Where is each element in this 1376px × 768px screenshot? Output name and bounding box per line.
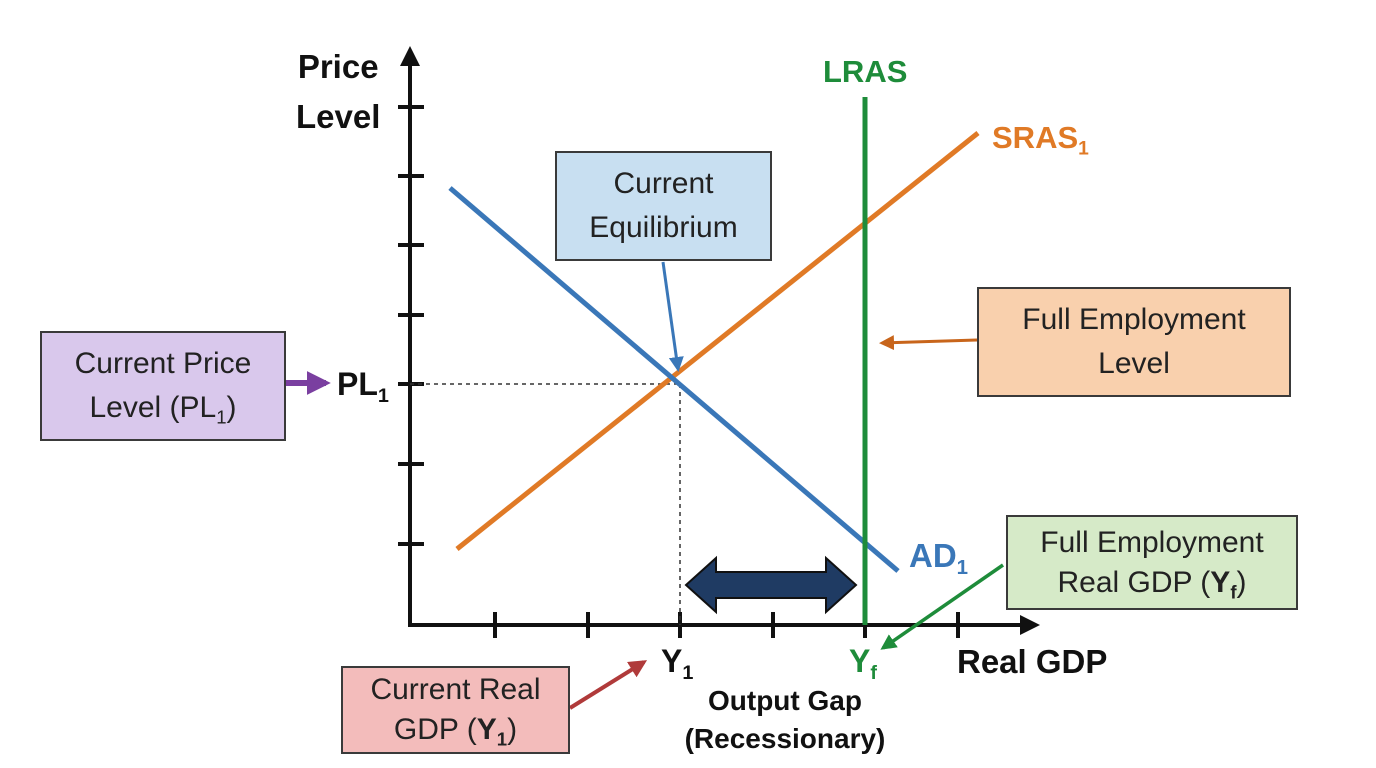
full-employment-gdp-pointer-arrow xyxy=(880,563,1004,650)
pl1-label-sub: 1 xyxy=(377,384,389,407)
current-real-gdp-line1: Current Real xyxy=(370,673,541,706)
sras-label-text: SRAS xyxy=(992,120,1079,155)
full-employment-gdp-line2: Real GDP (Yf) xyxy=(1057,563,1246,603)
current-price-level-line2-text: Level (PL xyxy=(89,391,217,424)
current-price-level-line2: Level (PL1) xyxy=(89,386,236,430)
full-employment-gdp-box: Full Employment Real GDP (Yf) xyxy=(1006,515,1298,610)
lras-label: LRAS xyxy=(823,54,908,89)
ad-label-text: AD xyxy=(909,537,957,574)
current-real-gdp-sub: 1 xyxy=(496,728,508,750)
current-equilibrium-box: Current Equilibrium xyxy=(555,151,772,261)
full-employment-pointer-arrow xyxy=(879,335,978,351)
full-employment-level-box: Full Employment Level xyxy=(977,287,1291,397)
yf-label-text: Y xyxy=(849,643,871,679)
output-gap-line2: (Recessionary) xyxy=(684,723,886,754)
sras-label: SRAS1 xyxy=(992,118,1089,160)
ad-curve xyxy=(448,186,900,573)
current-real-gdp-line2: GDP (Y1) xyxy=(394,710,517,750)
sras-label-sub: 1 xyxy=(1078,138,1089,160)
current-real-gdp-bold: Y xyxy=(476,713,497,746)
yf-label-sub: f xyxy=(870,661,877,684)
pl1-label: PL1 xyxy=(337,364,389,407)
full-employment-level-line1: Full Employment xyxy=(1022,303,1246,336)
full-employment-level-line2: Level xyxy=(1098,347,1170,380)
ad-label-sub: 1 xyxy=(956,556,969,580)
ad-label: AD1 xyxy=(909,534,968,578)
current-price-level-line1: Current Price xyxy=(74,347,252,380)
current-equilibrium-line2: Equilibrium xyxy=(589,211,738,244)
current-gdp-pointer-arrow xyxy=(568,660,648,710)
y1-label-text: Y xyxy=(661,643,683,679)
y-axis-label-line2: Level xyxy=(296,98,381,135)
current-real-gdp-box: Current Real GDP (Y1) xyxy=(341,666,570,754)
y-axis-label-line1: Price xyxy=(297,48,379,85)
full-employment-gdp-line1: Full Employment xyxy=(1040,525,1264,559)
current-equilibrium-line1: Current xyxy=(613,167,714,200)
output-gap-arrow xyxy=(684,555,858,615)
pl1-label-text: PL xyxy=(337,366,378,402)
current-price-level-sub: 1 xyxy=(216,406,227,428)
y1-label: Y1 xyxy=(661,641,694,684)
current-real-gdp-line2-text: GDP ( xyxy=(393,713,477,746)
x-axis-label: Real GDP xyxy=(957,643,1108,680)
sras-curve xyxy=(455,131,980,551)
y1-label-sub: 1 xyxy=(682,661,694,684)
output-gap-line1: Output Gap xyxy=(708,685,862,716)
equilibrium-pointer-arrow xyxy=(661,261,684,372)
y-axis-label: Price Level xyxy=(296,42,380,142)
current-price-level-line2-close: ) xyxy=(226,391,237,424)
current-real-gdp-line2-close: ) xyxy=(507,713,518,746)
full-employment-gdp-line2-close: ) xyxy=(1236,565,1247,599)
full-employment-gdp-line2-text: Real GDP ( xyxy=(1057,565,1211,599)
output-gap-label: Output Gap (Recessionary) xyxy=(660,682,910,758)
yf-label: Yf xyxy=(849,641,877,684)
full-employment-gdp-bold: Y xyxy=(1210,565,1231,599)
full-employment-gdp-sub: f xyxy=(1230,581,1237,602)
current-price-level-box: Current Price Level (PL1) xyxy=(40,331,286,441)
